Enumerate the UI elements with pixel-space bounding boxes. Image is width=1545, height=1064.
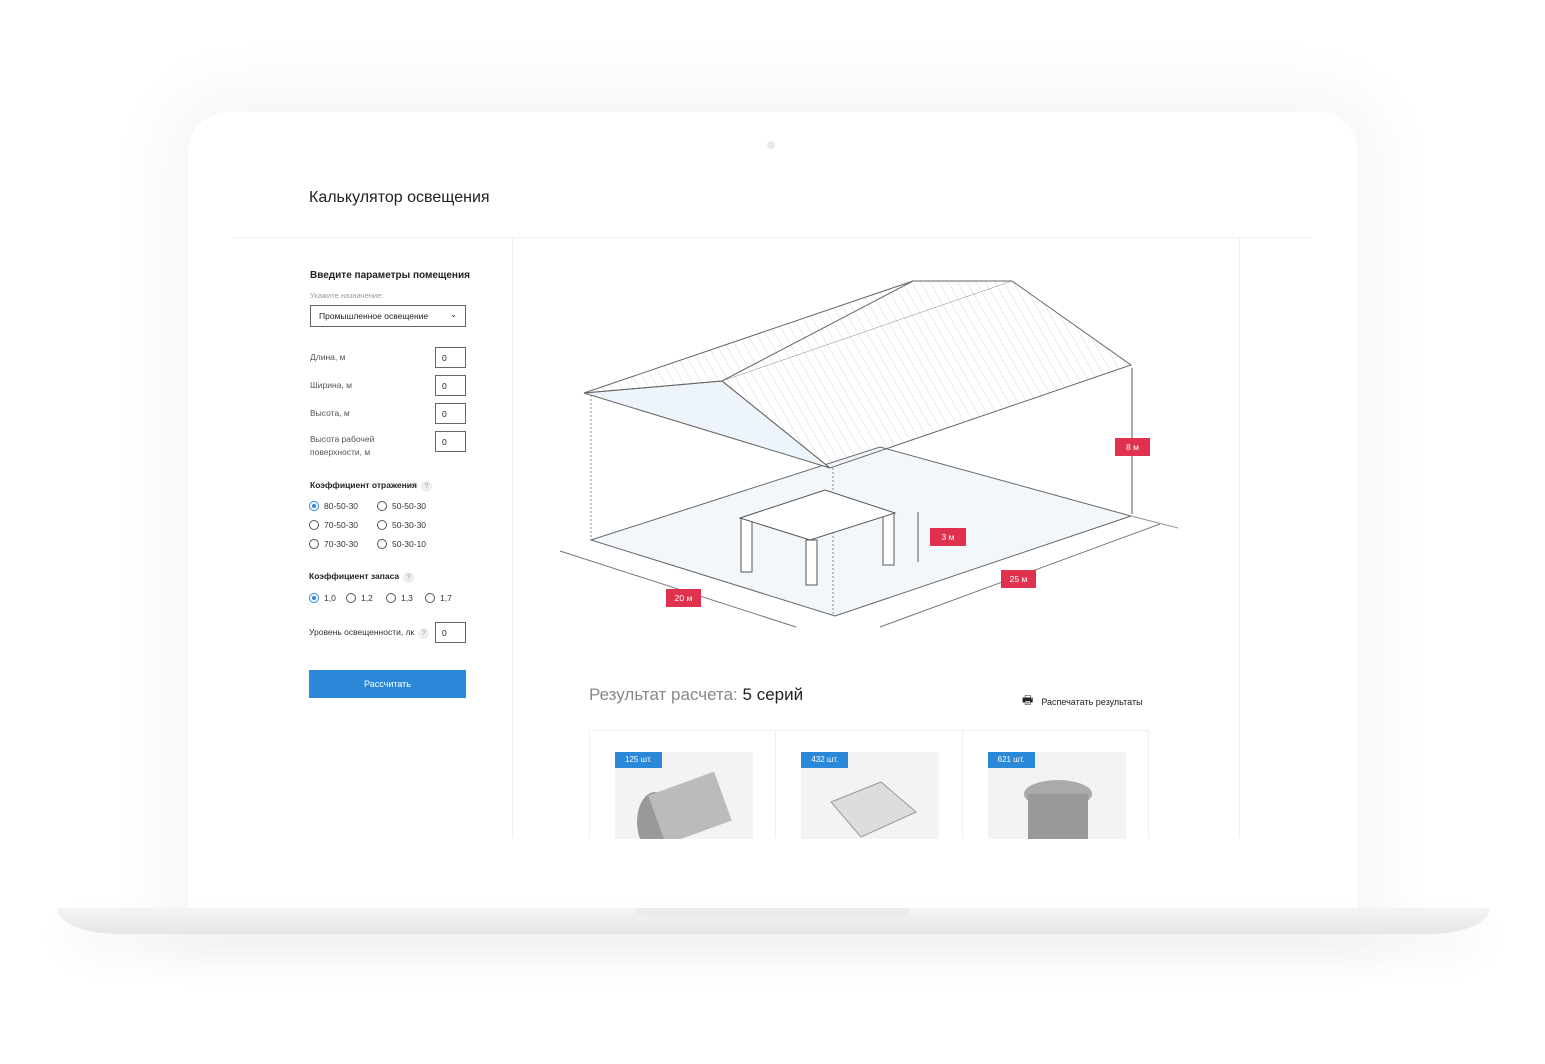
radio-reflection[interactable]: 50-50-30 [377, 501, 426, 511]
height-tag: 8 м [1115, 438, 1150, 456]
reserve-label: Коэффициент запаса? [309, 571, 415, 583]
radio-reserve[interactable]: 1,2 [346, 593, 373, 603]
radio-icon [377, 501, 387, 511]
result-label: Результат расчета: [589, 685, 738, 704]
width-label: Ширина, м [310, 380, 353, 390]
product-image: 621 шт. [987, 752, 1126, 839]
radio-icon [309, 539, 319, 549]
illum-label: Уровень освещенности, лк? [309, 626, 430, 639]
product-image: 125 шт. [615, 752, 753, 839]
radio-reserve[interactable]: 1,3 [386, 593, 413, 603]
print-label: Распечатать результаты [1041, 696, 1143, 707]
radio-label: 1,3 [401, 593, 413, 603]
reserve-text: Коэффициент запаса [309, 571, 400, 581]
product-card[interactable]: 621 шт. [963, 731, 1148, 839]
width-input[interactable]: 0 [435, 375, 466, 396]
radio-icon [377, 520, 387, 530]
page-title: Калькулятор освещения [309, 189, 490, 206]
chevron-down-icon: ⌄ [450, 310, 457, 319]
radio-reflection[interactable]: 80-50-30 [309, 501, 358, 511]
work-table [738, 489, 897, 586]
divider [512, 238, 513, 838]
illum-input[interactable]: 0 [435, 622, 466, 643]
radio-icon [346, 593, 356, 603]
radio-label: 50-30-30 [392, 520, 427, 530]
radio-icon [377, 539, 387, 549]
radio-reflection[interactable]: 70-30-30 [309, 539, 358, 549]
product-card[interactable]: 125 шт. [590, 731, 777, 839]
reflection-label: Коэффициент отражения? [310, 480, 432, 492]
work-height-label: Высота рабочей поверхности, м [310, 434, 375, 457]
result-heading: Результат расчета: 5 серий [589, 685, 803, 705]
width-tag: 25 м [1001, 570, 1036, 588]
illum-text: Уровень освещенности, лк [309, 627, 415, 637]
radio-reflection[interactable]: 50-30-10 [377, 539, 426, 549]
height-input[interactable]: 0 [435, 403, 466, 424]
purpose-label: Укажите назначение: [310, 291, 384, 300]
length-tag: 20 м [666, 589, 701, 607]
product-card[interactable]: 432 шт. [776, 731, 963, 839]
count-badge: 432 шт. [801, 752, 849, 768]
help-icon[interactable]: ? [418, 628, 430, 639]
radio-icon [425, 593, 435, 603]
printer-icon: 🖶 [1022, 693, 1034, 707]
radio-icon [309, 501, 319, 511]
radio-label: 50-50-30 [392, 501, 427, 511]
radio-label: 1,2 [361, 593, 373, 603]
help-icon[interactable]: ? [420, 481, 432, 492]
radio-icon [309, 520, 319, 530]
calculate-button[interactable]: Рассчитать [309, 670, 466, 698]
roof [583, 280, 1133, 469]
radio-reserve[interactable]: 1,0 [309, 593, 336, 603]
radio-label: 1,0 [324, 593, 336, 603]
radio-icon [386, 593, 396, 603]
laptop-notch [636, 908, 910, 917]
help-icon[interactable]: ? [403, 572, 415, 583]
work-height-tag: 3 м [930, 528, 966, 546]
print-button[interactable]: 🖶 Распечатать результаты [1022, 691, 1143, 712]
radio-icon [309, 593, 319, 603]
product-image: 432 шт. [801, 752, 940, 839]
divider [1239, 238, 1240, 838]
radio-reflection[interactable]: 50-30-30 [377, 520, 426, 530]
radio-reserve[interactable]: 1,7 [425, 593, 452, 603]
length-label: Длина, м [310, 352, 346, 362]
radio-label: 50-30-10 [392, 539, 427, 549]
result-value: 5 серий [742, 685, 804, 704]
purpose-value: Промышленное освещение [319, 311, 429, 321]
form-heading: Введите параметры помещения [310, 270, 470, 281]
radio-label: 70-30-30 [324, 539, 359, 549]
count-badge: 621 шт. [987, 752, 1035, 768]
radio-label: 80-50-30 [324, 501, 359, 511]
purpose-select[interactable]: Промышленное освещение ⌄ [310, 305, 466, 327]
reflection-text: Коэффициент отражения [310, 480, 417, 490]
length-input[interactable]: 0 [435, 347, 466, 368]
radio-label: 1,7 [440, 593, 452, 603]
camera [767, 141, 775, 149]
count-badge: 125 шт. [615, 752, 662, 768]
divider [234, 237, 1312, 238]
radio-label: 70-50-30 [324, 520, 359, 530]
height-label: Высота, м [310, 408, 350, 418]
result-cards: 125 шт. 432 шт. 621 шт. [589, 730, 1149, 839]
radio-reflection[interactable]: 70-50-30 [309, 520, 358, 530]
work-height-input[interactable]: 0 [435, 431, 466, 452]
